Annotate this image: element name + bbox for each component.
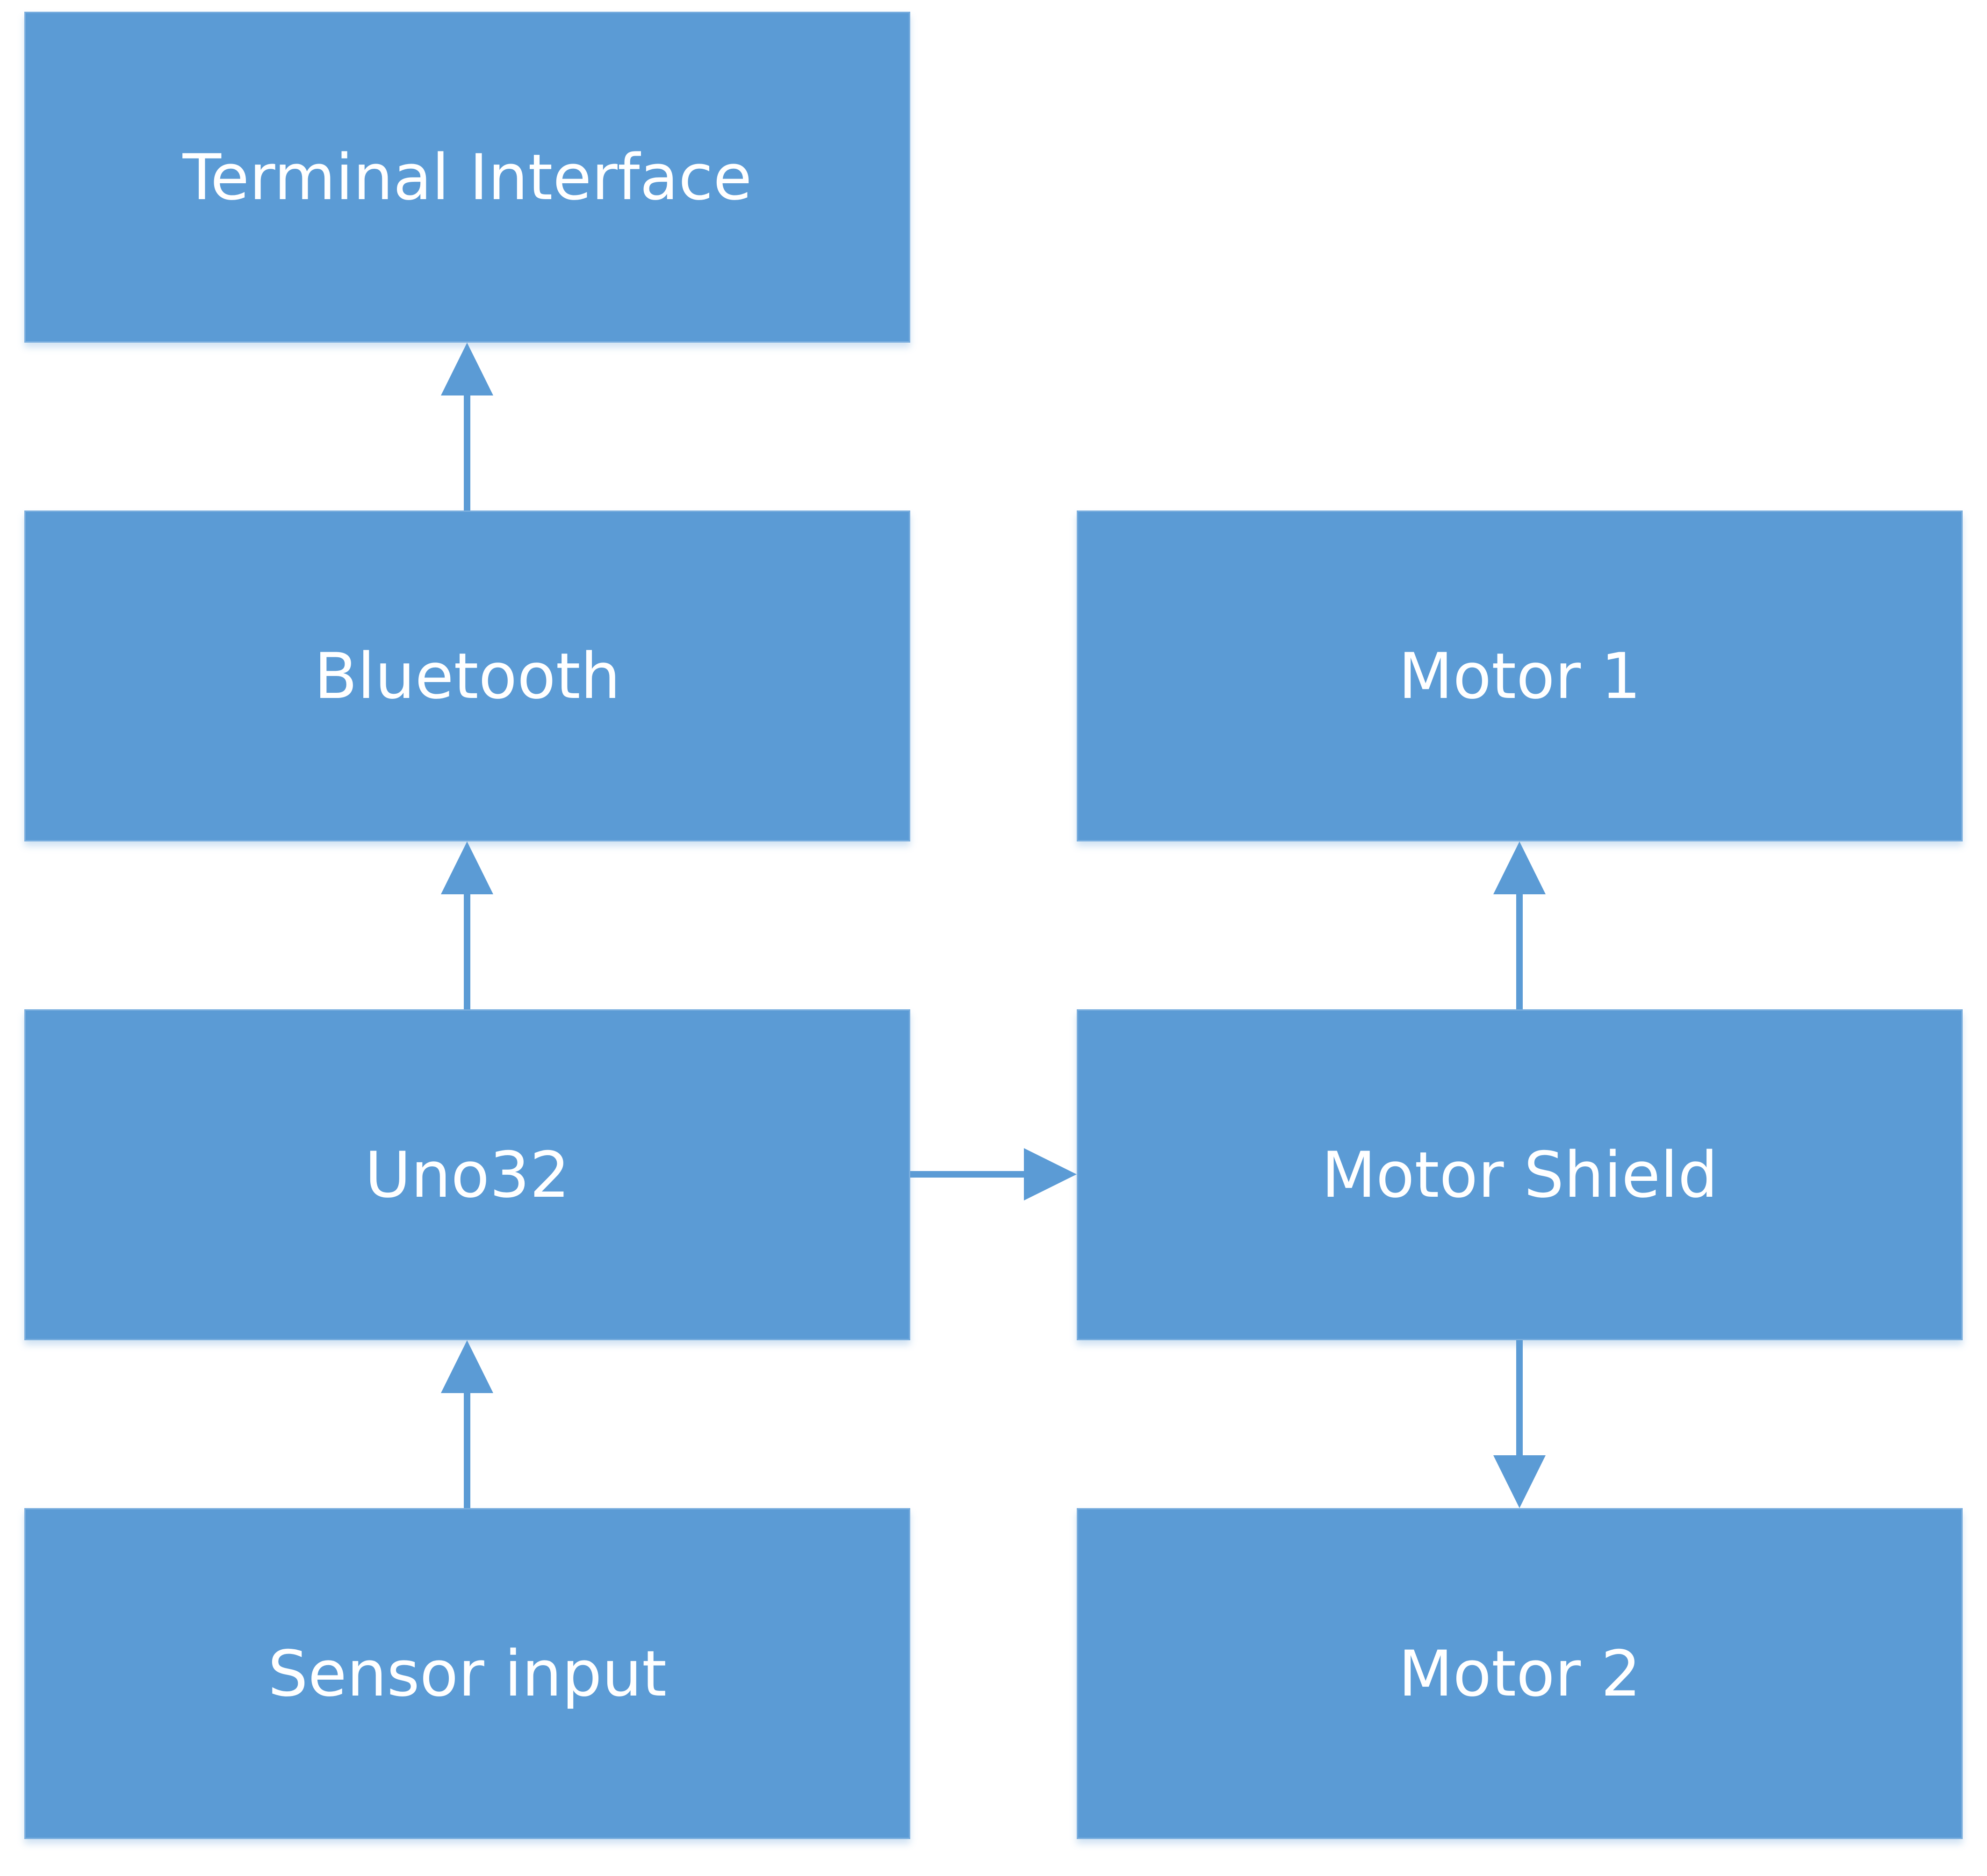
uno32-label: Uno32 — [365, 1138, 570, 1212]
bluetooth-block: Bluetooth — [24, 510, 910, 841]
terminal-interface-label: Terminal Interface — [182, 140, 752, 214]
sensor-input-label: Sensor input — [268, 1637, 667, 1711]
arrow-bluetooth-to-terminal — [441, 343, 493, 510]
bluetooth-label: Bluetooth — [314, 639, 621, 713]
motor-2-label: Motor 2 — [1398, 1637, 1641, 1711]
motor-1-label: Motor 1 — [1398, 639, 1641, 713]
sensor-input-block: Sensor input — [24, 1508, 910, 1839]
motor-shield-label: Motor Shield — [1321, 1138, 1718, 1212]
arrow-motor-shield-to-motor-2 — [1493, 1340, 1546, 1508]
arrow-uno32-to-bluetooth — [441, 841, 493, 1009]
terminal-interface-block: Terminal Interface — [24, 12, 910, 343]
motor-1-block: Motor 1 — [1077, 510, 1963, 841]
arrow-sensor-to-uno32 — [441, 1340, 493, 1508]
motor-shield-block: Motor Shield — [1077, 1009, 1963, 1340]
uno32-block: Uno32 — [24, 1009, 910, 1340]
motor-2-block: Motor 2 — [1077, 1508, 1963, 1839]
arrow-uno32-to-motor-shield — [910, 1148, 1077, 1200]
arrow-motor-shield-to-motor-1 — [1493, 841, 1546, 1009]
